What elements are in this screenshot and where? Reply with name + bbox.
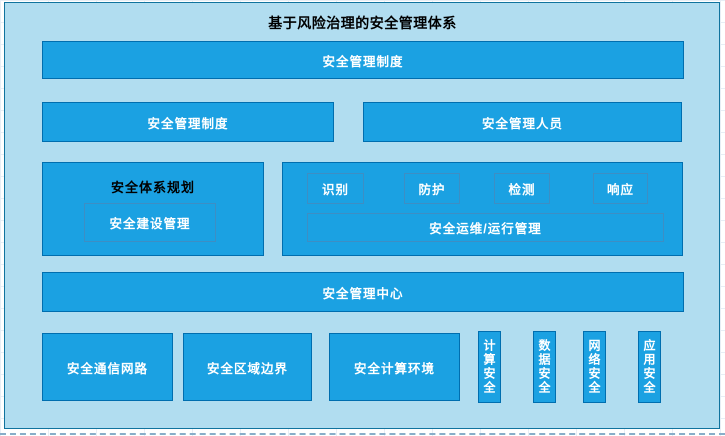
- node-secure-area-boundary: 安全区域边界: [183, 333, 312, 401]
- node-secure-computing-environment: 安全计算环境: [329, 333, 460, 401]
- node-application-security: 应用安全: [638, 331, 661, 403]
- node-security-policy-top: 安全管理制度: [42, 41, 684, 79]
- node-data-security: 数据安全: [533, 331, 556, 403]
- node-network-security: 网络安全: [583, 331, 606, 403]
- panel-security-operations-group: 识别 防护 检测 响应 安全运维/运行管理: [282, 162, 683, 256]
- panel-security-system-planning-title: 安全体系规划: [110, 180, 195, 195]
- page-title: 基于风险治理的安全管理体系: [268, 15, 457, 31]
- node-respond: 响应: [593, 173, 648, 204]
- node-computing-security: 计算安全: [478, 331, 501, 403]
- node-identify: 识别: [307, 173, 364, 204]
- node-secure-communication-network: 安全通信网路: [42, 333, 173, 401]
- panel-security-system-planning: 安全体系规划 安全建设管理: [42, 162, 264, 256]
- node-protect: 防护: [404, 173, 460, 204]
- node-security-management-center: 安全管理中心: [42, 272, 684, 312]
- node-detect: 检测: [494, 173, 550, 204]
- node-security-operations-management: 安全运维/运行管理: [307, 213, 664, 242]
- node-security-personnel: 安全管理人员: [363, 102, 682, 142]
- node-security-policy: 安全管理制度: [42, 102, 334, 142]
- node-security-construction-management: 安全建设管理: [84, 203, 216, 242]
- page-break-line: [0, 433, 725, 435]
